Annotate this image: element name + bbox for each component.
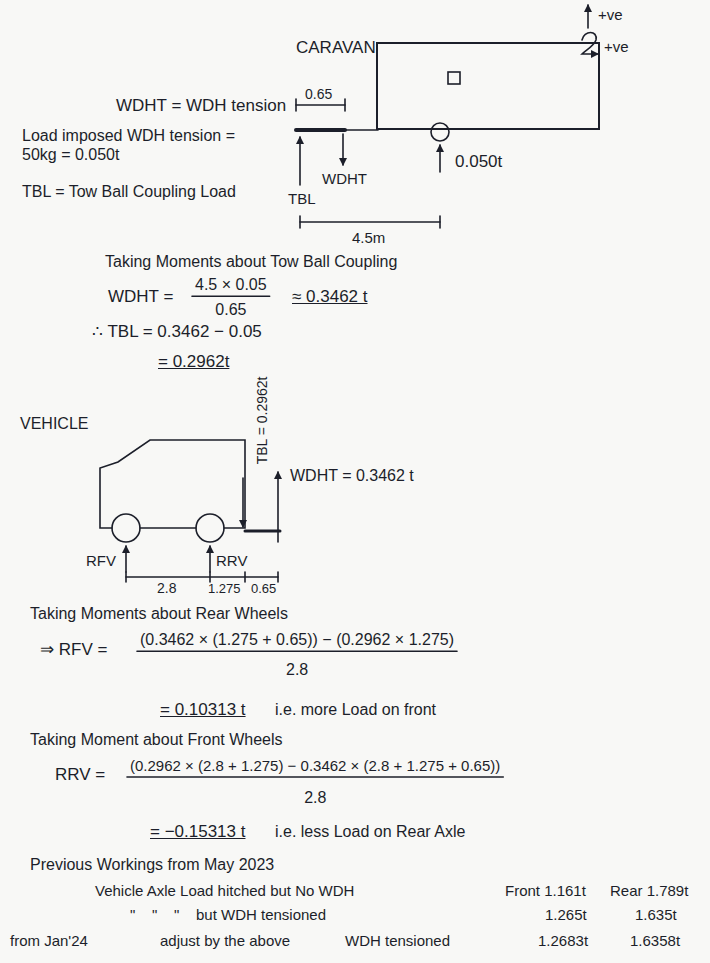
handwritten-note: Front 1.161t [505, 882, 586, 900]
handwritten-note: = −0.15313 t [150, 822, 245, 842]
handwritten-note: Rear 1.789t [610, 882, 688, 900]
handwritten-note: = 0.2962t [158, 352, 229, 372]
handwritten-note: 0.050t [455, 152, 502, 172]
handwritten-note: 1.265t [545, 906, 587, 924]
fraction-denominator: 2.8 [304, 788, 326, 807]
handwritten-note: 2.8 [157, 580, 176, 597]
handwritten-note: 1.6358t [630, 932, 680, 950]
node-heading: CARAVAN [296, 38, 376, 58]
fraction-numerator: (0.3462 × (1.275 + 0.65)) − (0.2962 × 1.… [140, 630, 454, 649]
handwritten-note: i.e. more Load on front [275, 700, 436, 719]
handwritten-note: +ve [604, 38, 629, 56]
handwritten-note: 0.65 [251, 581, 276, 597]
handwritten-note: RRV [216, 552, 247, 570]
handwritten-note: ∴ TBL = 0.3462 − 0.05 [92, 322, 262, 342]
handwritten-note: TBL [288, 190, 316, 208]
handwritten-note: adjust by the above [160, 932, 290, 950]
handwritten-note: 4.5m [352, 229, 385, 247]
handwritten-note: WDHT [322, 170, 367, 188]
handwritten-note: RRV = [55, 765, 105, 785]
handwritten-note: i.e. less Load on Rear Axle [275, 822, 465, 841]
handwritten-note: WDHT = WDH tension [116, 96, 286, 116]
handwritten-note: 0.65 [305, 86, 332, 103]
handwritten-note: Vehicle Axle Load hitched but No WDH [95, 882, 354, 900]
handwritten-note: +ve [598, 6, 623, 24]
handwritten-note: WDH tensioned [345, 932, 450, 950]
handwritten-note: WDHT = 0.3462 t [290, 466, 414, 485]
handwritten-note: VEHICLE [20, 414, 88, 433]
handwritten-note: ⇒ RFV = [40, 640, 107, 660]
fraction-denominator: 2.8 [286, 660, 308, 679]
handwritten-note: RFV [86, 552, 116, 570]
handwritten-note: ≈ 0.3462 t [292, 287, 368, 307]
handwritten-note: Previous Workings from May 2023 [30, 855, 274, 874]
handwritten-note: = 0.10313 t [160, 700, 246, 720]
fraction-numerator: (0.2962 × (2.8 + 1.275) − 0.3462 × (2.8 … [130, 757, 500, 775]
handwritten-note: 1.635t [635, 906, 677, 924]
caravan-body: CARAVAN [376, 42, 600, 130]
handwritten-note: Load imposed WDH tension = 50kg = 0.050t [22, 126, 257, 164]
handwritten-note: Taking Moments about Rear Wheels [30, 604, 288, 623]
handwritten-note: WDHT = [108, 287, 173, 307]
handwritten-note: Taking Moment about Front Wheels [30, 730, 283, 749]
handwritten-note: 1.275 [208, 581, 241, 597]
handwritten-note: Taking Moments about Tow Ball Coupling [105, 252, 397, 271]
handwritten-note: from Jan'24 [10, 932, 88, 950]
handwritten-note: TBL = Tow Ball Coupling Load [22, 182, 236, 201]
handwritten-note: 1.2683t [538, 932, 588, 950]
force-label: TBL = 0.2962t [254, 376, 271, 464]
fraction-denominator: 0.65 [215, 300, 246, 319]
fraction-numerator: 4.5 × 0.05 [195, 275, 267, 294]
handwritten-note: " " " but WDH tensioned [130, 906, 326, 924]
